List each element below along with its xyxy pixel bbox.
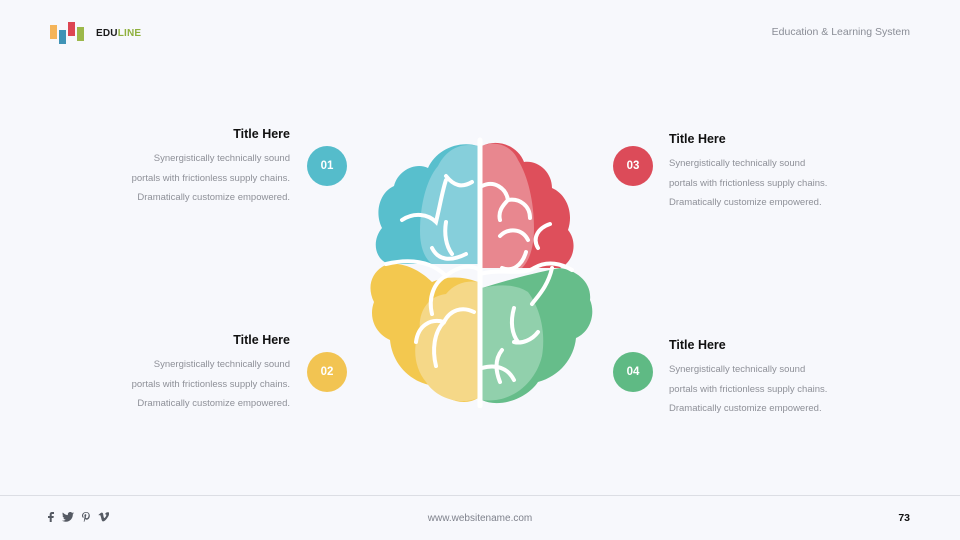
brain-bottom-left-lobe bbox=[370, 263, 478, 402]
item-title: Title Here bbox=[233, 333, 290, 347]
item-title: Title Here bbox=[669, 132, 726, 146]
item-description-line: Synergistically technically sound bbox=[669, 364, 806, 375]
brain-illustration bbox=[370, 137, 593, 408]
item-title: Title Here bbox=[233, 127, 290, 141]
item-description-line: Dramatically customize empowered. bbox=[137, 398, 290, 409]
pinterest-icon[interactable] bbox=[82, 512, 90, 522]
header-subtitle: Education & Learning System bbox=[771, 26, 910, 38]
item-block-04: Title Here Synergistically technically s… bbox=[669, 338, 929, 419]
brain-top-left-lobe bbox=[375, 144, 478, 264]
logo-suffix: LINE bbox=[117, 27, 142, 39]
item-description-line: Synergistically technically sound bbox=[153, 359, 290, 370]
facebook-icon[interactable] bbox=[48, 512, 54, 522]
social-links bbox=[48, 512, 109, 522]
number-badge-04: 04 bbox=[613, 352, 653, 392]
item-block-01: Title Here Synergistically technically s… bbox=[30, 127, 290, 208]
item-description-line: Dramatically customize empowered. bbox=[669, 197, 822, 208]
logo: EDULINE bbox=[50, 21, 141, 45]
vimeo-icon[interactable] bbox=[98, 512, 109, 522]
twitter-icon[interactable] bbox=[62, 512, 74, 522]
item-description-line: portals with frictionless supply chains. bbox=[669, 177, 828, 189]
item-description-line: portals with frictionless supply chains. bbox=[131, 378, 290, 390]
item-description-line: Dramatically customize empowered. bbox=[669, 403, 822, 414]
item-title: Title Here bbox=[669, 338, 726, 352]
item-description-line: Synergistically technically sound bbox=[153, 153, 290, 164]
footer-divider bbox=[0, 495, 960, 496]
brain-folds bbox=[384, 137, 574, 408]
item-description-line: Dramatically customize empowered. bbox=[137, 192, 290, 203]
item-block-02: Title Here Synergistically technically s… bbox=[30, 333, 290, 414]
page-number: 73 bbox=[898, 512, 910, 524]
number-badge-03: 03 bbox=[613, 146, 653, 186]
logo-prefix: EDU bbox=[96, 27, 118, 39]
item-description-line: Synergistically technically sound bbox=[669, 158, 806, 169]
item-description-line: portals with frictionless supply chains. bbox=[131, 172, 290, 184]
logo-bars-icon bbox=[50, 21, 86, 45]
item-block-03: Title Here Synergistically technically s… bbox=[669, 132, 929, 213]
number-badge-01: 01 bbox=[307, 146, 347, 186]
number-badge-02: 02 bbox=[307, 352, 347, 392]
item-description-line: portals with frictionless supply chains. bbox=[669, 383, 828, 395]
logo-text: EDULINE bbox=[96, 28, 141, 39]
website-url[interactable]: www.websitename.com bbox=[427, 513, 533, 524]
